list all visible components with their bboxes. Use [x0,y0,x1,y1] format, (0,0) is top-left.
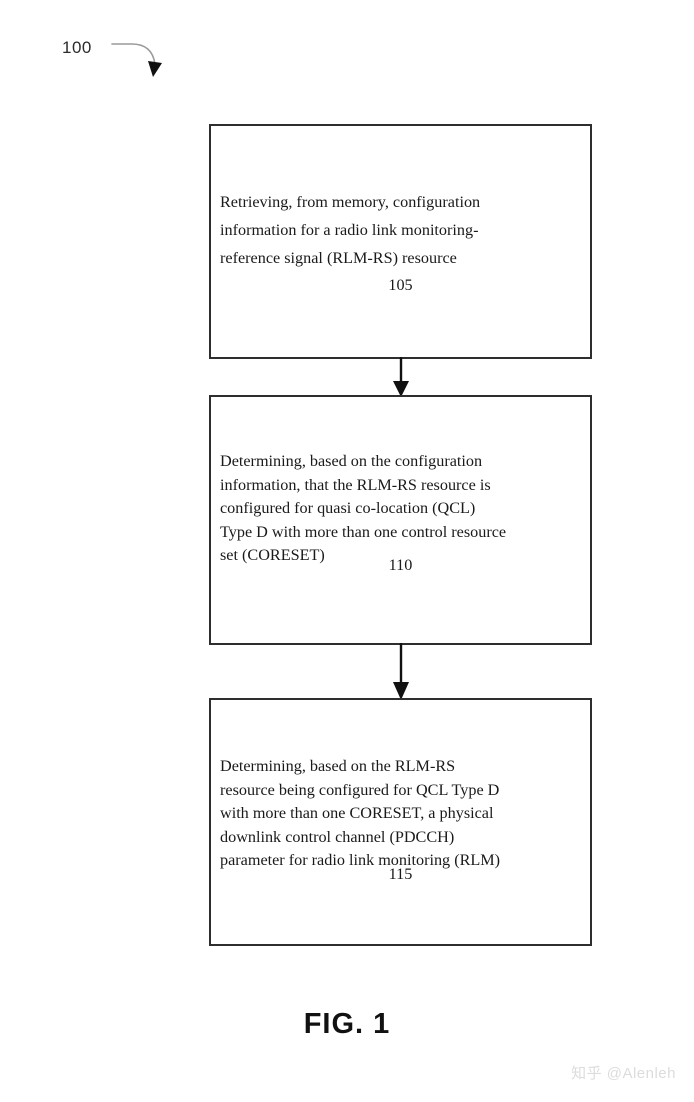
flow-step-text-105: Retrieving, from memory, configuration i… [220,193,481,267]
flow-step-number-105: 105 [388,276,413,294]
watermark-text: 知乎 @Alenleh [571,1065,676,1082]
flow-step-box-115: Determining, based on the RLM-RS resourc… [209,698,592,946]
figure-caption: FIG. 1 [303,1008,391,1040]
flow-step-box-110: Determining, based on the configuration … [209,395,592,645]
leader-line-arrow-icon [111,43,162,77]
flow-step-number-115: 115 [388,865,413,883]
flow-arrow-down-icon [393,357,409,397]
flow-step-text-110: Determining, based on the configuration … [220,452,507,564]
flow-step-number-110: 110 [388,556,413,574]
figure-reference-number: 100 [62,38,92,57]
flow-step-box-105: Retrieving, from memory, configuration i… [209,124,592,359]
flow-step-text-115: Determining, based on the RLM-RS resourc… [220,757,501,869]
flow-arrow-down-icon [393,643,409,700]
